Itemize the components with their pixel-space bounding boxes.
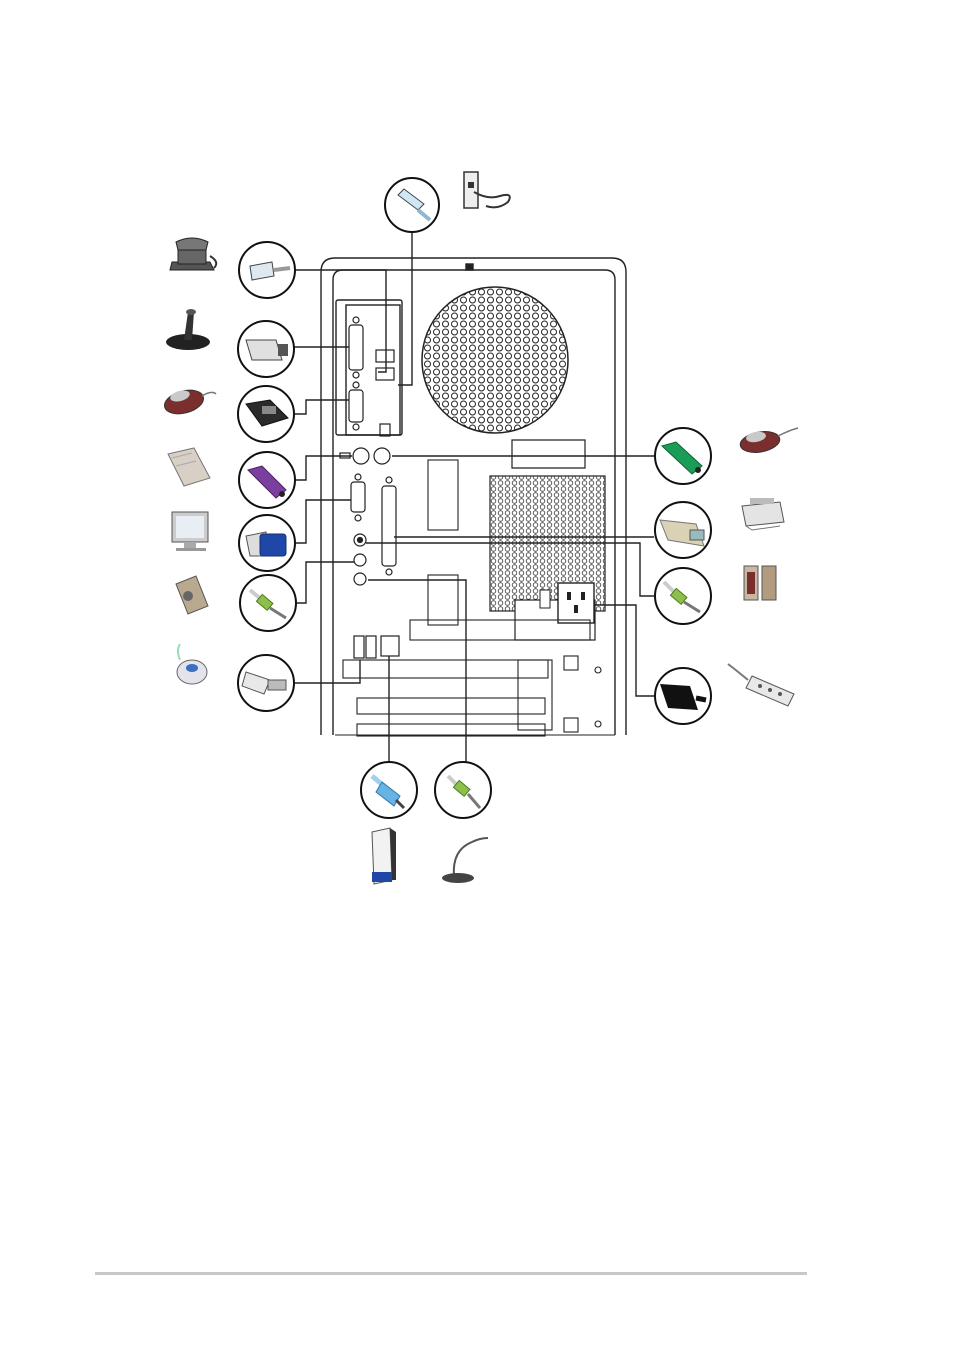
monitor-icon — [172, 512, 208, 551]
callout-modem-rj11 — [385, 178, 439, 232]
callout-usb-device — [238, 655, 294, 711]
printer-icon — [742, 498, 784, 530]
serial-mouse-icon — [162, 386, 216, 418]
keyboard-icon — [168, 448, 210, 486]
microphone-icon — [442, 838, 488, 883]
vga-port — [351, 474, 365, 521]
callout-vga-monitor — [239, 515, 295, 571]
serial-port-db25 — [349, 317, 363, 378]
audio-jacks — [354, 534, 366, 585]
power-strip-icon — [728, 664, 794, 706]
fan-grille — [422, 287, 568, 433]
callout-joystick-midi — [238, 321, 294, 377]
callout-lan-router — [361, 762, 417, 818]
parallel-port — [382, 477, 396, 575]
callout-microphone — [435, 762, 491, 818]
wall-phone-jack-icon — [464, 172, 510, 208]
usb-device-icon — [177, 644, 207, 684]
callout-parallel-printer — [655, 502, 711, 558]
callout-power-cord — [655, 668, 711, 724]
mouse-icon — [739, 428, 798, 455]
usb-lan-ports — [354, 636, 399, 658]
callout-ps2-mouse — [655, 428, 711, 484]
rj11-ports — [376, 350, 394, 436]
callout-serial-mouse — [238, 386, 294, 442]
callout-ps2-keyboard — [239, 452, 295, 508]
joystick-icon — [166, 309, 210, 350]
telephone-icon — [170, 238, 216, 270]
callout-audio-speaker — [240, 575, 296, 631]
vga-plug-icon — [246, 532, 286, 556]
callout-line-out-speakers — [655, 568, 711, 624]
callout-telephone-rj11 — [239, 242, 295, 298]
footer-rule — [95, 1272, 807, 1275]
serial-port-db9 — [349, 382, 363, 430]
power-supply — [490, 440, 605, 640]
speakers-icon — [744, 566, 776, 600]
router-icon — [372, 828, 396, 884]
speaker-icon — [176, 576, 208, 614]
